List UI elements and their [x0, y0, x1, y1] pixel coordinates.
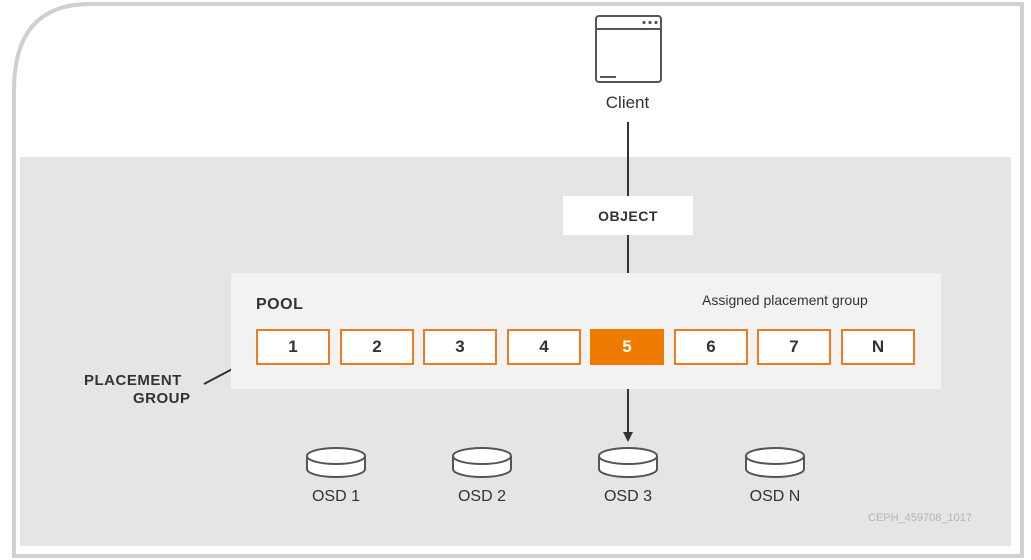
placement-group-box: 3 [423, 329, 497, 365]
placement-group-box: 4 [507, 329, 581, 365]
osd-label: OSD 3 [603, 488, 652, 505]
osd-disk-icon [745, 447, 805, 478]
placement-group-box-assigned: 5 [590, 329, 664, 365]
osd-label: OSD 1 [311, 488, 360, 505]
placement-group-box: 1 [256, 329, 330, 365]
placement-group-label-line1: PLACEMENT [84, 372, 182, 389]
osd-disk-icon [306, 447, 366, 478]
placement-group-label-line2: GROUP [133, 390, 191, 407]
osd-label: OSD 2 [457, 488, 506, 505]
object-label: OBJECT [598, 207, 658, 224]
figure-credit: CEPH_459708_1017 [868, 512, 972, 524]
placement-group-box: N [841, 329, 915, 365]
assigned-placement-group-label: Assigned placement group [702, 292, 868, 308]
placement-group-box: 2 [340, 329, 414, 365]
pool-label: POOL [256, 296, 304, 313]
osd-label: OSD N [749, 488, 801, 505]
placement-group-box: 6 [674, 329, 748, 365]
osd-disk-icon [598, 447, 658, 478]
object-box: OBJECT [563, 196, 693, 235]
client-label: Client [605, 93, 650, 112]
osd-disk-icon [452, 447, 512, 478]
pool-box [231, 273, 941, 389]
placement-group-box: 7 [757, 329, 831, 365]
client-window-icon [595, 15, 662, 83]
